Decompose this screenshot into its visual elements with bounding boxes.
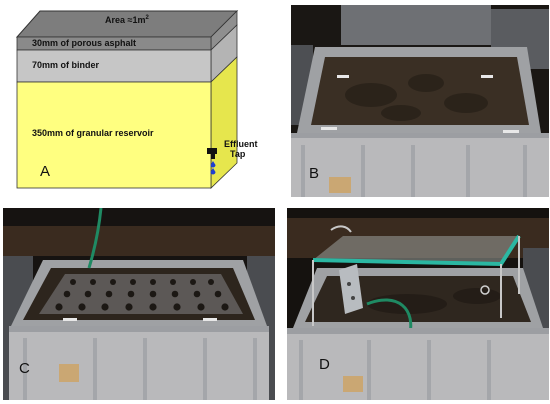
binder-front-face [16, 49, 212, 83]
panel-b-photo: B [291, 5, 549, 197]
reservoir-front-face [16, 81, 212, 189]
panel-letter-a: A [40, 163, 51, 180]
asphalt-layer-label: 30mm of porous asphalt [32, 38, 137, 48]
label-sticker [343, 376, 363, 392]
panel-d-photo: D [287, 208, 549, 400]
panel-c-photo: C [3, 208, 275, 400]
panel-letter-d: D [319, 356, 330, 373]
reservoir-layer-label: 350mm of granular reservoir [32, 128, 154, 138]
effluent-tap-label: Effluent Tap [224, 139, 258, 159]
metal-box [339, 264, 363, 314]
panel-a-diagram: Area ≈1m2 30mm of porous asphalt 70mm of… [0, 0, 285, 200]
effluent-tap-body [207, 148, 217, 154]
area-label: Area ≈1m2 [105, 15, 149, 25]
perforation-holes [55, 279, 229, 311]
panel-letter-c: C [19, 360, 30, 377]
clear-plate [313, 236, 519, 264]
photo-c-crate-with-perforated-plate [3, 208, 275, 400]
label-sticker [59, 364, 79, 382]
photo-d-crate-with-frame [287, 208, 549, 400]
photo-b-crate-with-soil [291, 5, 549, 197]
panel-letter-b: B [309, 165, 320, 182]
label-sticker [329, 177, 351, 193]
effluent-tap-spout [211, 154, 215, 159]
binder-layer-label: 70mm of binder [32, 60, 100, 70]
layered-box-diagram [15, 10, 239, 189]
water-drop-icon [210, 161, 216, 175]
